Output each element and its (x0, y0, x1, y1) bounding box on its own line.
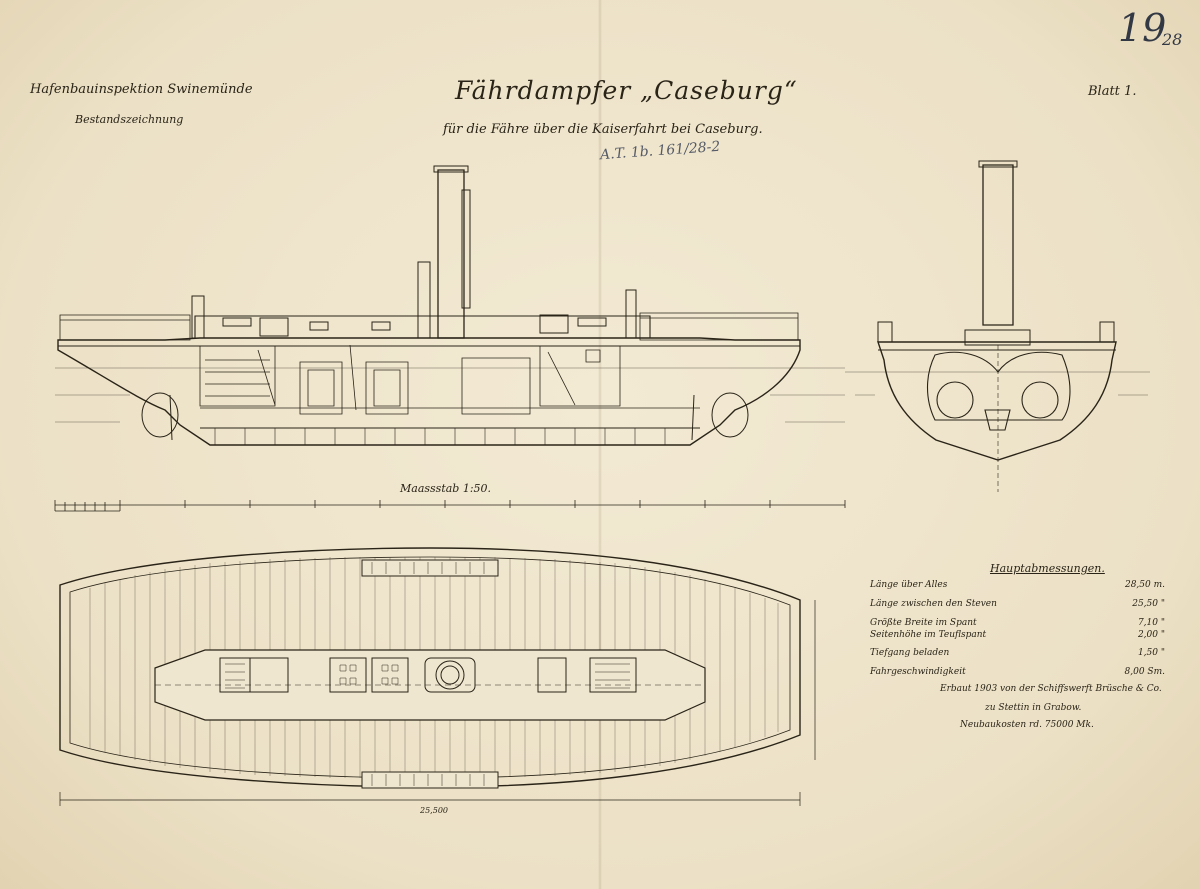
build-cost: Neubaukosten rd. 75000 Mk. (960, 720, 1094, 730)
spec-row: Länge über Alles 28,50 m. (870, 580, 1165, 594)
spec-label: Tiefgang beladen (870, 648, 950, 658)
keel-frames (215, 428, 665, 445)
cross-section-view (845, 161, 1150, 492)
spec-row: Tiefgang beladen 1,50 " (870, 648, 1165, 662)
stern-rudder (692, 393, 748, 440)
spec-row: Fahrgeschwindigkeit 8,00 Sm. (870, 667, 1165, 681)
sheet-number-sub: 28 (1162, 30, 1183, 49)
engine-room (200, 345, 700, 414)
spec-label: Seitenhöhe im Teuflspant (870, 630, 987, 640)
water-lines (55, 368, 845, 422)
paddle-box-top (362, 560, 498, 576)
office-label: Hafenbauinspektion Swinemünde (30, 82, 253, 97)
deck-plan-view (60, 548, 815, 806)
spec-row: Länge zwischen den Steven 25,50 " (870, 599, 1165, 613)
spec-row: Seitenhöhe im Teuflspant 2,00 " (870, 630, 1165, 644)
spec-value: 7,10 " (1137, 618, 1165, 628)
spec-label: Fahrgeschwindigkeit (870, 667, 966, 677)
deck-railings (60, 313, 798, 340)
sheet-label: Blatt 1. (1088, 84, 1137, 99)
drawing-type-label: Bestandszeichnung (75, 113, 184, 126)
plan-length-dimension (60, 600, 815, 806)
funnel (434, 166, 470, 338)
side-elevation-view (55, 166, 845, 445)
drawing-subtitle: für die Fähre über die Kaiserfahrt bei C… (443, 122, 763, 137)
cross-section-hull (878, 342, 1116, 460)
specs-heading: Hauptabmessungen. (990, 562, 1105, 575)
spec-value: 8,00 Sm. (1124, 667, 1165, 677)
bow-mast (192, 296, 204, 338)
cross-section-water-lines (845, 372, 1150, 395)
bow-rudder (142, 393, 178, 440)
spec-value: 28,50 m. (1124, 580, 1165, 590)
spec-value: 25,50 " (1132, 599, 1165, 609)
builder-place: zu Stettin in Grabow. (985, 703, 1082, 713)
hull-profile (58, 338, 800, 445)
cross-section-funnel (965, 161, 1030, 345)
spec-row: Größte Breite im Spant 7,10 " (870, 618, 1165, 632)
spec-value: 2,00 " (1137, 630, 1165, 640)
builder-note: Erbaut 1903 von der Schiffswerft Brüsche… (940, 684, 1162, 694)
scale-caption: Maassstab 1:50. (400, 482, 492, 495)
paddle-box-bottom (362, 772, 498, 788)
drawing-title: Fährdampfer „Caseburg“ (455, 76, 798, 105)
scale-bar (55, 500, 845, 511)
spec-value: 1,50 " (1137, 648, 1165, 658)
plan-length-label: 25,500 (420, 806, 448, 815)
spec-label: Größte Breite im Spant (870, 618, 977, 628)
plan-hull-outline (60, 548, 800, 787)
boilers (928, 352, 1070, 430)
spec-label: Länge über Alles (870, 580, 948, 590)
deckhouse (195, 316, 650, 338)
sheet-number: 19 (1118, 6, 1167, 50)
spec-label: Länge zwischen den Steven (870, 599, 997, 609)
